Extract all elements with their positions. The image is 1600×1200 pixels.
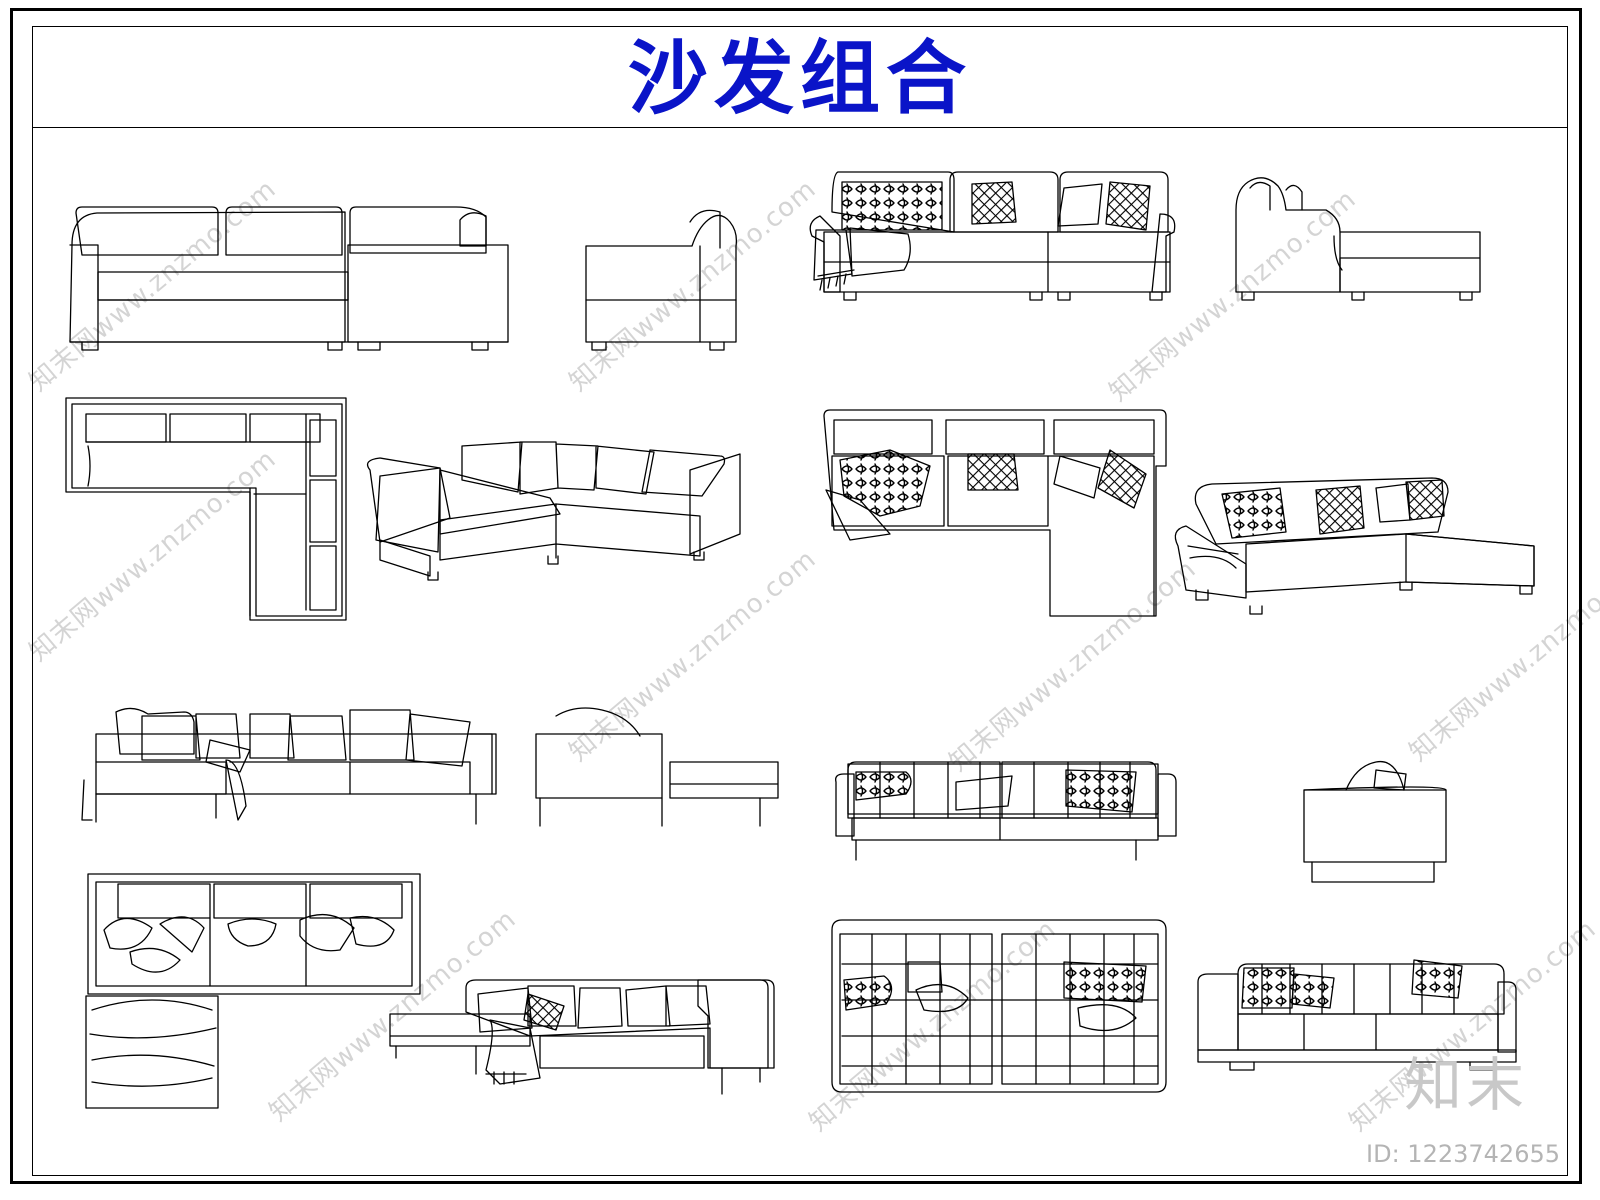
l-sofa-front-elevation (69, 206, 509, 351)
modern-sofa-plan (85, 873, 421, 1109)
chaise-sofa-plan (823, 409, 1167, 617)
image-id-label: ID: 1223742655 (1366, 1140, 1560, 1168)
outer-border (10, 8, 1582, 1184)
corner-sofa-perspective (366, 441, 741, 581)
l-sofa-side-elevation (585, 209, 738, 351)
chaise-sofa-side-elevation (1235, 177, 1481, 301)
chaise-sofa-front-elevation (809, 171, 1176, 301)
brand-logo: 知末 (1403, 1051, 1528, 1119)
tufted-sofa-side-elevation (1303, 760, 1447, 883)
title-block: 沙发组合 (32, 26, 1568, 128)
tufted-sofa-perspective (1197, 959, 1517, 1071)
modern-sofa-perspective (389, 979, 775, 1095)
l-sofa-plan (65, 397, 347, 621)
tufted-sofa-front-elevation (835, 761, 1177, 861)
modern-sofa-side-elevation (535, 707, 779, 827)
modern-sofa-front-elevation (81, 707, 497, 825)
chaise-sofa-perspective (1174, 477, 1535, 615)
tufted-sofa-plan (831, 919, 1167, 1093)
inner-border (32, 26, 1568, 1176)
sheet-title: 沙发组合 (628, 31, 972, 125)
